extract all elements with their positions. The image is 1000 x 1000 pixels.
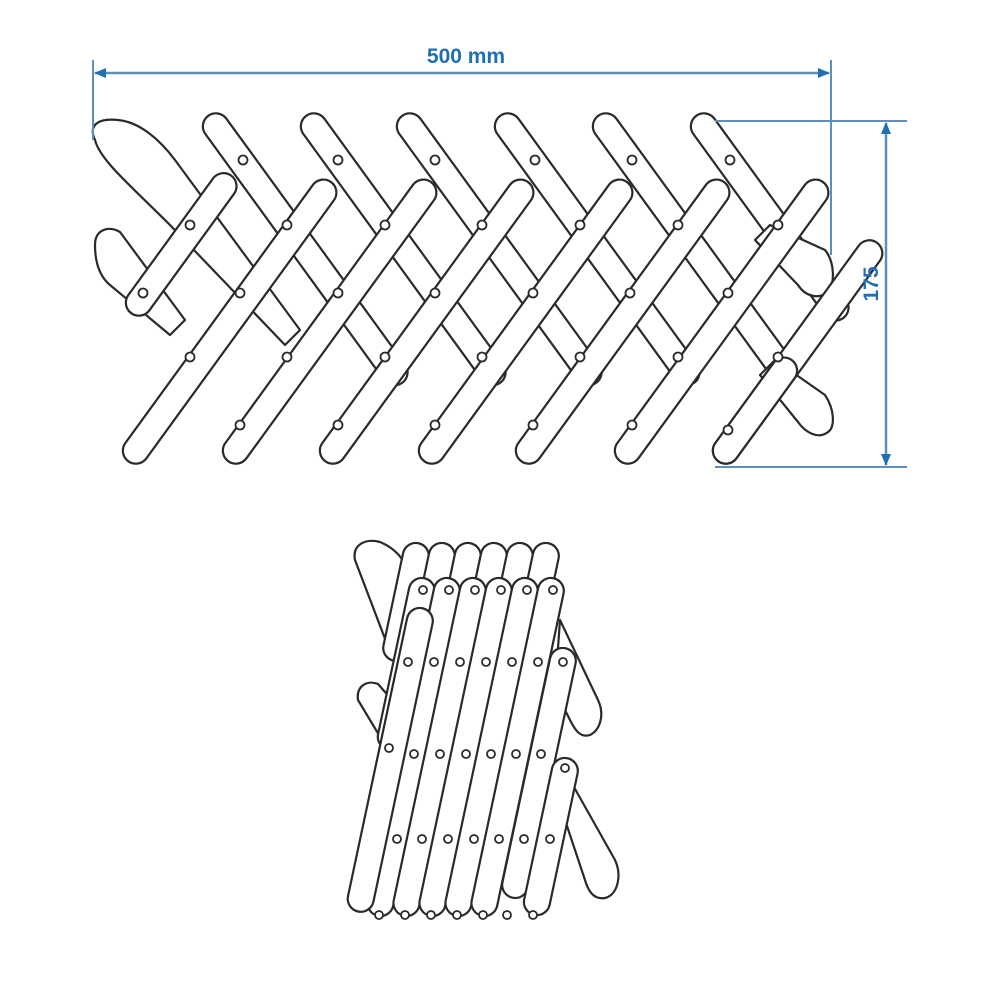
- back-slats: [91, 112, 850, 437]
- dimension-annotations: 500 mm 175: [92, 45, 907, 468]
- folded-paddle-right-low: [563, 778, 620, 900]
- folded-rack-view: [346, 539, 620, 920]
- pivot-rivets: [137, 154, 784, 436]
- width-dimension-label: 500 mm: [427, 45, 505, 68]
- front-slats: [121, 172, 884, 465]
- expanded-rack-view: [91, 112, 884, 465]
- folded-pivot-rivets: [374, 585, 570, 920]
- height-dimension-label: 175: [860, 266, 883, 301]
